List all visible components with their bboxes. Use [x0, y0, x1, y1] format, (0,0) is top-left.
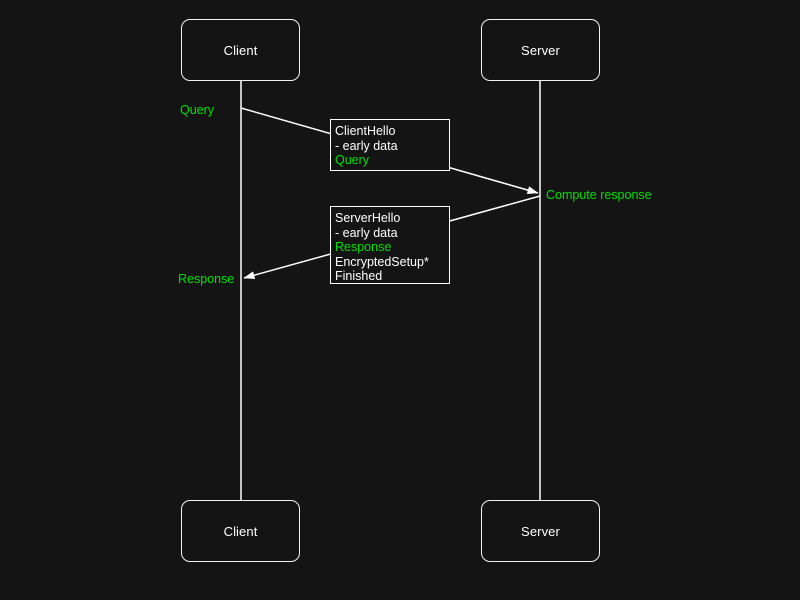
lifeline-label-response: Response	[178, 272, 235, 286]
actor-box-client-bottom[interactable]: Client	[181, 500, 300, 562]
actor-label-client-top: Client	[223, 42, 258, 58]
note-line: Query	[335, 153, 370, 168]
lifelines-group	[240, 81, 541, 500]
lifeline-label-compute-response: Compute response	[546, 188, 652, 202]
note-line: ClientHello	[335, 124, 396, 138]
note-line: Response	[335, 240, 392, 255]
actor-box-server-top[interactable]: Server	[481, 19, 600, 81]
actor-label-server-bottom: Server	[521, 523, 560, 539]
note-line: - early data	[335, 138, 398, 153]
note-line: EncryptedSetup*	[335, 254, 429, 269]
note-line: ServerHello	[335, 211, 401, 225]
actor-box-server-bottom[interactable]: Server	[481, 500, 600, 562]
actor-box-client-top[interactable]: Client	[181, 19, 300, 81]
note-line: Finished	[335, 269, 383, 284]
note-line: - early data	[335, 225, 398, 240]
actor-label-server-top: Server	[521, 42, 560, 58]
actor-label-client-bottom: Client	[223, 523, 258, 539]
lifeline-label-query: Query	[180, 103, 215, 117]
